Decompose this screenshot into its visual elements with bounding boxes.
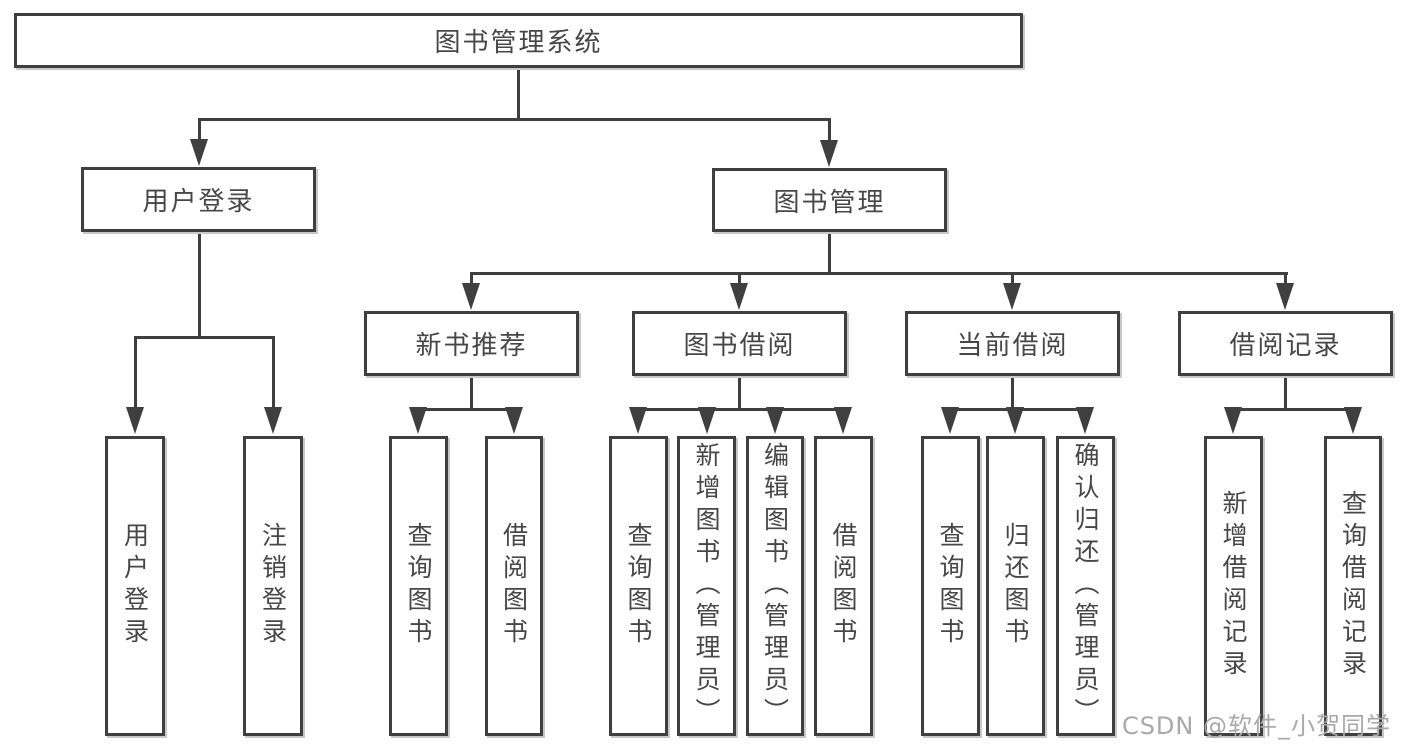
stem-book-borrowing — [738, 376, 741, 411]
node-confirm-return-admin: 确认归还（管理员） — [1056, 436, 1115, 736]
arrow-to-edit-books-admin-arrowhead-icon — [766, 407, 784, 434]
arrow-to-new-book-recommend-stem — [469, 272, 473, 292]
arrow-to-return-books-arrowhead-icon — [1006, 407, 1024, 434]
arrow-to-query-borrow-record-arrowhead-icon — [1344, 407, 1362, 434]
node-root-system: 图书管理系统 — [14, 13, 1023, 68]
arrow-to-query-books-2-arrowhead-icon — [629, 407, 647, 434]
arrow-to-user-login-leaf-arrowhead-icon — [126, 407, 144, 434]
arrow-to-borrow-books-2-arrowhead-icon — [834, 407, 852, 434]
arrow-to-borrowing-records-arrowhead-icon — [1276, 283, 1294, 310]
arrow-to-user-login-leaf-stem — [133, 336, 137, 416]
arrow-to-user-login-arrowhead-icon — [190, 139, 208, 166]
arrow-to-query-books-3-arrowhead-icon — [941, 407, 959, 434]
stem-borrowing-records — [1284, 376, 1287, 411]
arrow-to-borrowing-records-stem — [1283, 272, 1287, 292]
node-book-management: 图书管理 — [712, 168, 947, 232]
node-user-login: 用户登录 — [81, 167, 316, 232]
arrow-to-add-borrow-record-arrowhead-icon — [1224, 407, 1242, 434]
node-book-borrowing: 图书借阅 — [632, 311, 847, 376]
arrow-to-book-borrowing-arrowhead-icon — [730, 283, 748, 310]
node-new-book-recommend: 新书推荐 — [364, 311, 579, 376]
rail-level2 — [198, 118, 831, 121]
arrow-to-book-borrowing-stem — [737, 272, 741, 292]
node-current-borrowing: 当前借阅 — [905, 311, 1120, 376]
node-add-books-admin: 新增图书（管理员） — [677, 436, 736, 736]
arrow-to-borrow-books-1-arrowhead-icon — [505, 407, 523, 434]
node-query-books-2: 查询图书 — [609, 436, 668, 736]
node-query-books-1: 查询图书 — [389, 436, 448, 736]
arrow-to-add-books-admin-arrowhead-icon — [698, 407, 716, 434]
arrow-to-query-books-1-arrowhead-icon — [409, 407, 427, 434]
node-logout-leaf: 注销登录 — [243, 436, 303, 736]
node-borrow-books-1: 借阅图书 — [485, 436, 543, 736]
node-user-login-leaf: 用户登录 — [105, 436, 165, 736]
rail-new-book-recommend — [417, 408, 517, 411]
arrow-to-current-borrowing-arrowhead-icon — [1003, 283, 1021, 310]
arrow-to-logout-leaf-arrowhead-icon — [264, 407, 282, 434]
stem-current-borrowing — [1011, 376, 1014, 411]
node-return-books: 归还图书 — [986, 436, 1045, 736]
node-borrowing-records: 借阅记录 — [1178, 311, 1393, 376]
stem-new-book-recommend — [470, 376, 473, 411]
stem-book-management — [828, 232, 831, 275]
node-add-borrow-record: 新增借阅记录 — [1204, 436, 1263, 736]
arrow-to-book-management-arrowhead-icon — [820, 140, 838, 167]
arrow-to-new-book-recommend-arrowhead-icon — [462, 283, 480, 310]
arrow-to-book-management-stem — [827, 118, 831, 149]
rail-book-management — [470, 272, 1288, 275]
rail-borrowing-records — [1232, 408, 1356, 411]
rail-book-borrowing — [637, 408, 846, 411]
arrow-to-user-login-stem — [197, 118, 201, 148]
node-query-books-3: 查询图书 — [921, 436, 980, 736]
arrow-to-logout-leaf-stem — [271, 336, 275, 416]
node-edit-books-admin: 编辑图书（管理员） — [746, 436, 804, 736]
stem-root — [517, 68, 520, 119]
rail-user-login — [134, 336, 275, 339]
node-query-borrow-record: 查询借阅记录 — [1324, 436, 1382, 736]
arrow-to-current-borrowing-stem — [1010, 272, 1014, 292]
arrow-to-confirm-return-arrowhead-icon — [1076, 407, 1094, 434]
node-borrow-books-2: 借阅图书 — [814, 436, 873, 736]
stem-user-login — [198, 232, 201, 339]
